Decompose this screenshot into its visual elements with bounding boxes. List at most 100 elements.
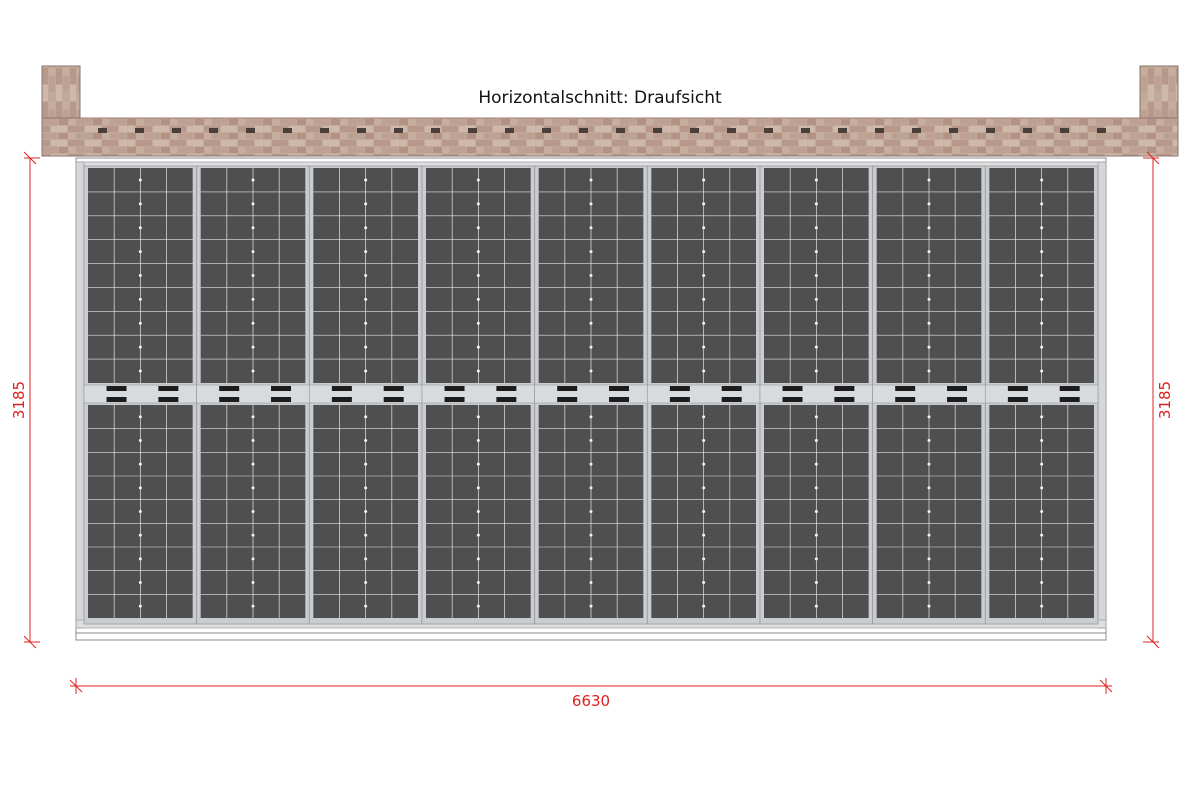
clamp [496,397,517,402]
cell-dot [251,462,255,466]
cell-dot [476,604,480,608]
brick-mark [690,128,699,133]
clamp [1059,397,1080,402]
brick-mark [209,128,218,133]
mid-rail [985,384,1099,404]
cell-dot [1040,202,1044,206]
panel-module [764,168,869,383]
solar-panel [421,165,536,625]
mid-rail [534,384,648,404]
cell-dot [589,297,593,301]
mid-rail [83,384,197,404]
cell-dot [1040,250,1044,254]
cell-dot [364,439,368,442]
brick-mark [579,128,588,133]
cell-dot [476,321,480,325]
cell-dot [138,533,142,537]
mid-rail [647,384,761,404]
cell-dot [476,462,480,466]
cell-dot [251,369,255,373]
cell-dot [589,462,593,466]
cell-dot [927,462,931,466]
cell-dot [364,250,368,254]
dimension-right-label: 3185 [1156,381,1174,419]
cell-dot [702,486,706,490]
cell-dot [589,369,593,373]
cell-dot [364,274,368,277]
cell-dot [589,415,593,419]
mid-rail [872,384,986,404]
clamp [669,397,690,402]
cell-dot [476,274,480,277]
clamp [1007,397,1028,402]
panel-module [989,168,1094,383]
clamp [609,397,630,402]
cell-dot [1040,604,1044,608]
cell-dot [476,250,480,254]
cell-dot [814,510,818,513]
cell-dot [1040,439,1044,442]
brick-mark [320,128,329,133]
clamp [158,397,179,402]
panel-module [88,405,193,618]
cell-dot [364,510,368,513]
panel-module [426,168,531,383]
clamp [496,386,517,391]
cell-dot [589,226,593,230]
cell-dot [927,557,931,561]
cell-dot [814,178,818,182]
cell-dot [138,486,142,490]
cell-dot [702,533,706,537]
cell-dot [476,415,480,419]
brick-mark [986,128,995,133]
cell-dot [138,510,142,513]
cell-dot [702,510,706,513]
cell-dot [589,510,593,513]
cell-dot [251,274,255,277]
panel-module [313,405,418,618]
cell-dot [476,557,480,561]
cell-dot [814,557,818,561]
cell-dot [138,557,142,561]
clamp [895,386,916,391]
cell-dot [476,581,480,584]
cell-dot [927,345,931,349]
cell-dot [589,250,593,254]
cell-dot [476,202,480,206]
cell-dot [251,226,255,230]
cell-dot [364,226,368,230]
cell-dot [589,274,593,277]
clamp [331,386,352,391]
cell-dot [927,297,931,301]
solar-panel [646,165,761,625]
cell-dot [251,604,255,608]
cell-dot [1040,510,1044,513]
clamp [834,386,855,391]
cell-dot [476,369,480,373]
cell-dot [476,533,480,537]
cell-dot [702,202,706,206]
cell-dot [927,274,931,277]
cell-dot [364,415,368,419]
cell-dot [1040,415,1044,419]
dimension-left-label: 3185 [10,381,28,419]
brick-mark [505,128,514,133]
cell-dot [702,415,706,419]
cell-dot [814,274,818,277]
panel-module [538,405,644,618]
cell-dot [927,321,931,325]
cell-dot [138,250,142,254]
cell-dot [251,486,255,490]
cell-dot [814,486,818,490]
clamp [721,397,742,402]
cell-dot [364,462,368,466]
cell-dot [702,439,706,442]
clamp [106,386,127,391]
brick-mark [394,128,403,133]
wall-main [41,117,1179,157]
brick-mark [949,128,958,133]
cell-dot [251,581,255,584]
cell-dot [927,250,931,254]
solar-panel [308,165,423,625]
clamp [895,397,916,402]
